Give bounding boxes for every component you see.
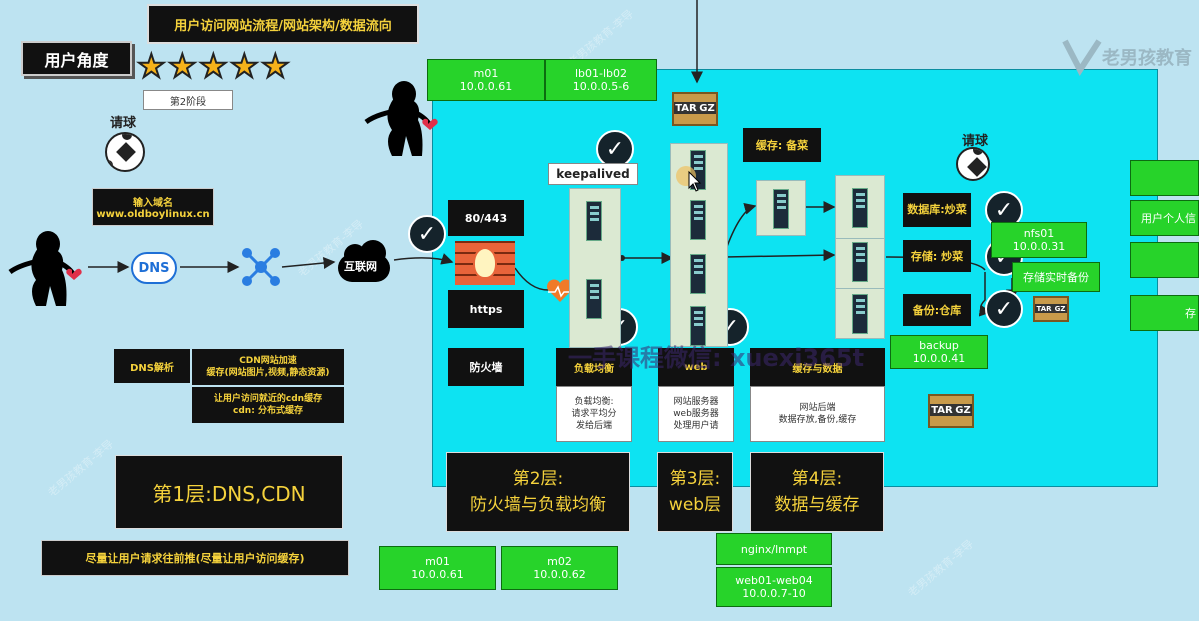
dns-resolve-label: DNS解析 [114, 349, 190, 383]
database-label: 数据库:炒菜 [903, 193, 971, 227]
cache-server-column [756, 180, 806, 236]
nfs-note: 存储实时备份 [1012, 262, 1100, 292]
stage-label: 第2阶段 [143, 90, 233, 110]
server-icon [690, 306, 706, 346]
internet-cloud-icon: 互联网 [334, 238, 394, 286]
lb-header: 负载均衡 [556, 348, 632, 386]
web-description: 网站服务器 web服务器 处理用户请 [658, 386, 734, 442]
server-box-nfs: nfs01 10.0.0.31 [991, 222, 1087, 258]
cache-label: 缓存: 备菜 [743, 128, 821, 162]
star-icon: ★ [229, 47, 260, 85]
right-edge-box: 用户个人信 [1130, 200, 1199, 236]
soccer-ball-icon [956, 147, 990, 181]
layer1-title: 第1层:DNS,CDN [115, 455, 343, 529]
network-hub-icon [242, 248, 280, 286]
https-label: https [448, 290, 524, 328]
firewall-label: 防火墙 [448, 348, 524, 386]
server-box-web: web01-web04 10.0.0.7-10 [716, 567, 832, 607]
backup-label: 备份:仓库 [903, 294, 971, 326]
bottom-tip: 尽量让用户请求往前推(尽量让用户访问缓存) [41, 540, 349, 576]
check-icon: ✓ [985, 290, 1023, 328]
server-icon [852, 188, 868, 228]
watermark-overlay: 一手课程微信: xuexi365t [568, 344, 865, 372]
port-label: 80/443 [448, 200, 524, 236]
mouse-cursor-icon [676, 166, 702, 192]
star-icon: ★ [198, 47, 229, 85]
lb-server-column [569, 188, 621, 348]
server-icon [852, 294, 868, 334]
user-figure-icon [8, 231, 82, 306]
data-header: 缓存与数据 [750, 348, 885, 386]
page-title: 用户访问网站流程/网站架构/数据流向 [147, 4, 419, 44]
logo-watermark: 老男孩教育 [1062, 36, 1192, 76]
input-domain-box: 输入域名 www.oldboylinux.cn [92, 188, 214, 226]
user-perspective-label: 用户角度 [21, 41, 132, 76]
cdn-note-box: 让用户访问就近的cdn缓存 cdn: 分布式缓存 [192, 387, 344, 423]
storage-label: 存储: 炒菜 [903, 240, 971, 272]
server-box-backup: backup 10.0.0.41 [890, 335, 988, 369]
right-edge-box: 存 [1130, 295, 1199, 331]
server-box-m02-bottom: m02 10.0.0.62 [501, 546, 618, 590]
server-icon [852, 242, 868, 282]
server-icon [586, 279, 602, 319]
layer3-title: 第3层: web层 [657, 452, 733, 532]
firewall-icon [455, 241, 515, 285]
star-icon: ★ [260, 47, 291, 85]
layer4-title: 第4层: 数据与缓存 [750, 452, 884, 532]
check-icon: ✓ [596, 130, 634, 168]
dns-icon: DNS [131, 252, 177, 284]
keepalived-label: keepalived [548, 163, 638, 185]
server-box-m01: m01 10.0.0.61 [427, 59, 545, 101]
layer2-title: 第2层: 防火墙与负载均衡 [446, 452, 630, 532]
star-icon: ★ [136, 47, 167, 85]
lb-description: 负载均衡: 请求平均分 发给后端 [556, 386, 632, 442]
server-icon [690, 254, 706, 294]
check-icon: ✓ [408, 215, 446, 253]
nginx-box: nginx/lnmpt [716, 533, 832, 565]
web-header: web [658, 348, 734, 386]
server-icon [690, 200, 706, 240]
soccer-ball-icon [105, 132, 145, 172]
server-icon [773, 189, 789, 229]
request-ball-label: 请球 [962, 134, 989, 149]
data-description: 网站后端 数据存放,备份,缓存 [750, 386, 885, 442]
user-figure-icon [364, 81, 438, 156]
star-icon: ★ [167, 47, 198, 85]
data-server-column [835, 175, 885, 339]
server-icon [586, 201, 602, 241]
right-edge-box [1130, 242, 1199, 278]
request-ball-label: 请球 [110, 116, 137, 131]
right-edge-box [1130, 160, 1199, 196]
heartbeat-icon [547, 279, 573, 302]
cdn-note-box: CDN网站加速 缓存(网站图片,视频,静态资源) [192, 349, 344, 385]
server-box-lb: lb01-lb02 10.0.0.5-6 [545, 59, 657, 101]
server-box-m01-bottom: m01 10.0.0.61 [379, 546, 496, 590]
